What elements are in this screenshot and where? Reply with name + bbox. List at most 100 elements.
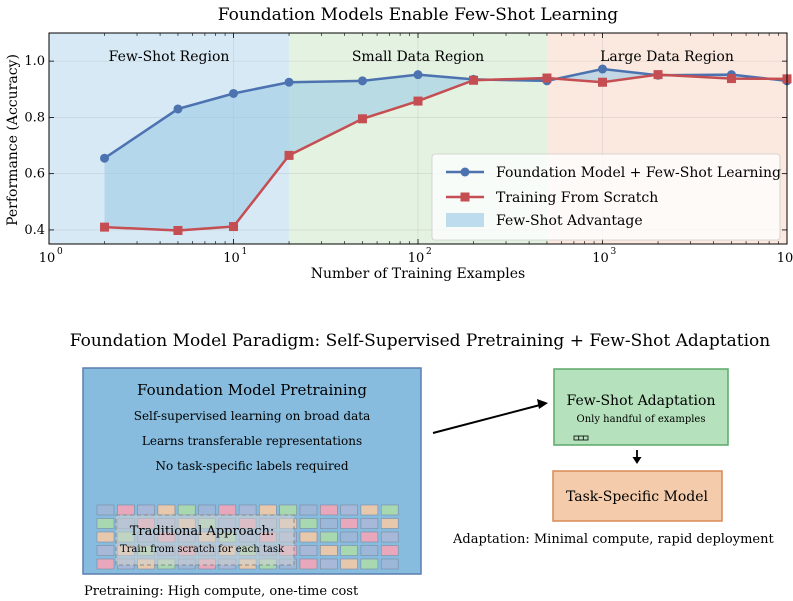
task-model-box [552, 470, 723, 522]
data-tile [380, 531, 399, 543]
data-tile [319, 545, 338, 556]
series-0-point-4 [357, 76, 367, 86]
traditional-approach-box [115, 514, 295, 566]
data-tile [360, 545, 379, 556]
y-tick-label-2: 0.8 [24, 110, 45, 125]
x-tick-label-3: 10 [592, 251, 609, 266]
few-shot-advantage-area [104, 69, 787, 231]
legend-marker-scratch [460, 192, 470, 202]
series-1-point-7 [542, 73, 552, 83]
series-1-point-2 [229, 222, 238, 232]
x-tick-label-4: 10 [777, 251, 793, 266]
data-tile [299, 504, 318, 516]
series-1-point-0 [100, 222, 110, 232]
x-tick-exponent-0: 0 [57, 247, 63, 257]
data-tile [360, 518, 379, 529]
data-tile [319, 531, 338, 543]
traditional-subtitle: Train from scratch for each task [120, 544, 285, 555]
data-tile [340, 545, 358, 556]
data-tile [218, 504, 237, 516]
data-tile [340, 558, 358, 570]
legend-box [431, 153, 781, 241]
data-tile [299, 558, 318, 570]
data-tile [137, 504, 155, 516]
data-tile [360, 531, 379, 543]
chart-title: Foundation Models Enable Few-Shot Learni… [218, 5, 619, 25]
data-tile [319, 504, 338, 516]
adaptation-caption: Adaptation: Minimal compute, rapid deplo… [452, 532, 774, 547]
legend-label-scratch: Training From Scratch [496, 190, 658, 206]
region-label-2: Large Data Region [600, 49, 734, 65]
data-tile [340, 518, 358, 529]
series-0-point-5 [413, 70, 423, 80]
region-shading [49, 33, 787, 244]
data-tile [177, 504, 196, 516]
data-tile [360, 504, 379, 516]
arrow-to-adaptation [432, 404, 541, 434]
data-tile [198, 504, 216, 516]
adaptation-subtitle: Only handful of examples [577, 414, 706, 425]
data-tile [117, 504, 135, 516]
data-tile [96, 518, 115, 529]
series-0-point-1 [173, 104, 183, 114]
legend-label-foundation: Foundation Model + Few-Shot Learning [496, 165, 781, 181]
pretraining-line-2: Learns transferable representations [142, 434, 362, 448]
series-0-point-0 [100, 153, 110, 163]
traditional-title: Traditional Approach: [130, 524, 275, 539]
legend-marker-foundation [460, 167, 470, 177]
data-tile [380, 504, 399, 516]
region-label-1: Small Data Region [352, 49, 484, 65]
data-tile [96, 504, 115, 516]
data-tile [96, 531, 115, 543]
example-mini-icon [573, 435, 589, 441]
series-1-point-9 [653, 70, 663, 80]
x-axis-label: Number of Training Examples [311, 266, 525, 282]
data-tile [380, 558, 399, 570]
x-tick-label-0: 10 [39, 251, 56, 266]
x-tick-label-2: 10 [408, 251, 425, 266]
pretraining-title: Foundation Model Pretraining [137, 381, 367, 399]
data-tile [380, 518, 399, 529]
data-tile [299, 531, 318, 543]
x-tick-exponent-3: 3 [611, 247, 617, 257]
legend-swatch-advantage [446, 213, 484, 227]
y-tick-label-0: 0.4 [24, 223, 45, 238]
data-tile [96, 558, 115, 570]
data-tile [380, 545, 399, 556]
data-tile [96, 545, 115, 556]
data-tile [299, 518, 318, 529]
arrow-head-task-model [632, 457, 642, 464]
series-1-point-8 [598, 77, 607, 87]
y-tick-label-1: 0.6 [24, 167, 45, 182]
series-1-point-6 [469, 75, 479, 85]
data-tile [319, 518, 338, 529]
series-1-point-1 [173, 225, 183, 235]
adaptation-title: Few-Shot Adaptation [567, 393, 716, 409]
x-tick-label-1: 10 [223, 251, 240, 266]
diagram-title: Foundation Model Paradigm: Self-Supervis… [70, 331, 771, 351]
data-tile [340, 531, 358, 543]
series-1-point-10 [726, 74, 736, 84]
x-tick-exponent-2: 2 [426, 247, 432, 257]
data-tile [238, 504, 257, 516]
y-axis-label: Performance (Accuracy) [5, 54, 21, 226]
task-model-title: Task-Specific Model [566, 489, 709, 505]
series-0-point-2 [229, 88, 238, 98]
data-tile [157, 504, 176, 516]
data-tile [259, 504, 277, 516]
pretraining-line-3: No task-specific labels required [155, 459, 348, 473]
pretraining-line-1: Self-supervised learning on broad data [134, 409, 371, 423]
pretraining-caption: Pretraining: High compute, one-time cost [84, 584, 359, 599]
legend: Foundation Model + Few-Shot Learning Tra… [431, 153, 781, 241]
axis-ticks: 1001011021031040.40.60.81.0 [24, 33, 793, 266]
legend-label-advantage: Few-Shot Advantage [496, 213, 643, 229]
x-tick-exponent-1: 1 [242, 247, 248, 257]
series-1-point-3 [284, 150, 294, 160]
data-tile [299, 545, 318, 556]
series-0-point-8 [598, 64, 607, 74]
adaptation-box [553, 368, 729, 446]
y-tick-label-3: 1.0 [24, 54, 45, 69]
series-1-point-5 [413, 96, 423, 106]
